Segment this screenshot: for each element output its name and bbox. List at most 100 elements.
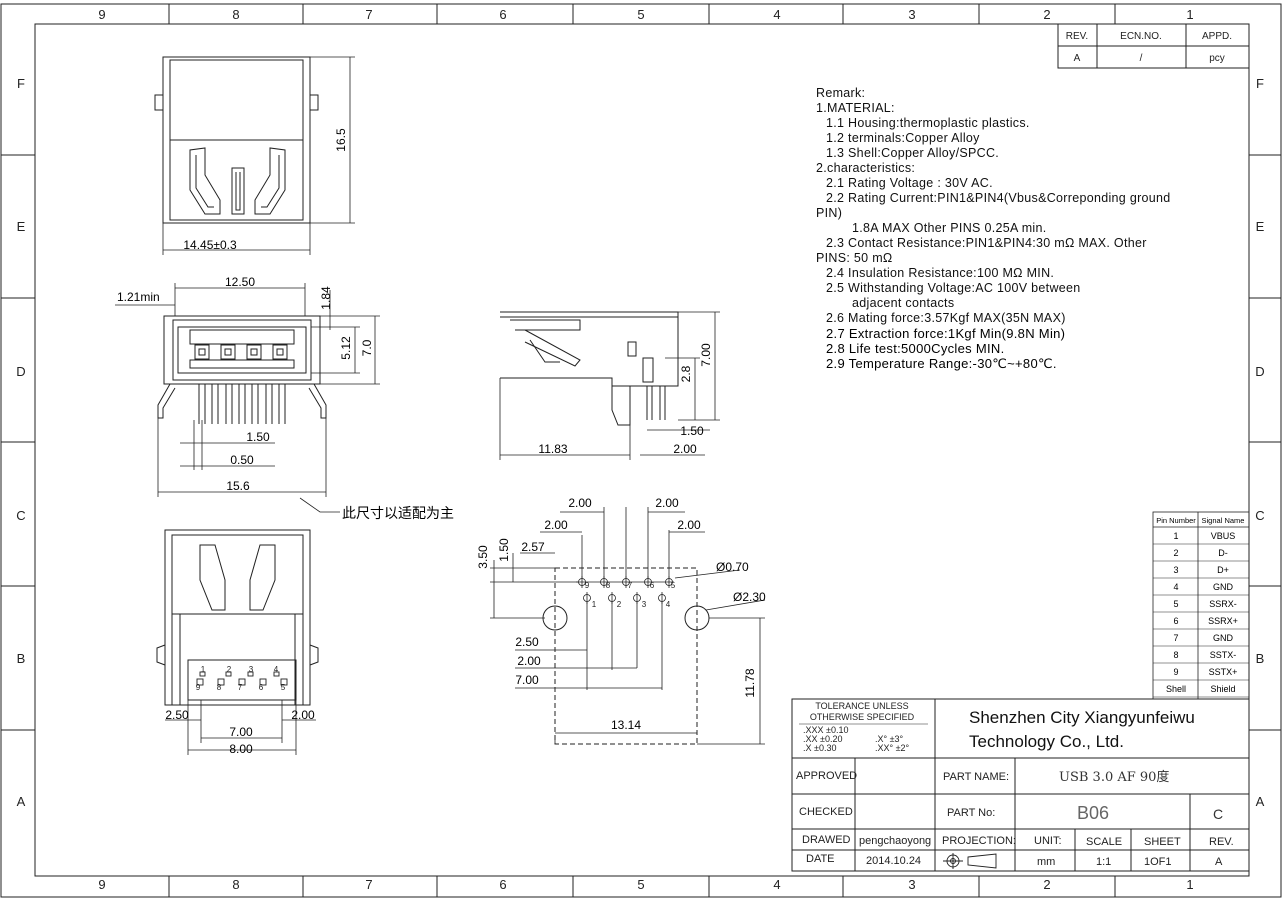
remark-line: PINS: 50 mΩ bbox=[816, 251, 893, 265]
border-col-label-top: 9 bbox=[98, 7, 105, 22]
dim-pcb-350: 3.50 bbox=[476, 545, 490, 569]
top-view-dimensions bbox=[162, 56, 355, 255]
dim-front-total: 15.6 bbox=[226, 479, 250, 493]
pcb-pin-6: 6 bbox=[650, 581, 655, 590]
sheet-value: 1OF1 bbox=[1144, 856, 1172, 868]
bottom-pin-6: 6 bbox=[259, 683, 264, 692]
dim-front-512: 5.12 bbox=[339, 336, 353, 360]
pcb-pin-5: 5 bbox=[671, 581, 676, 590]
dim-top-view-width: 14.45±0.3 bbox=[183, 238, 237, 252]
part-no-value: B06 bbox=[1077, 803, 1109, 823]
pcb-pin-3: 3 bbox=[642, 600, 647, 609]
date-value: 2014.10.24 bbox=[866, 855, 921, 867]
pin-table-signal-name: D+ bbox=[1217, 565, 1229, 575]
bottom-pin-7: 7 bbox=[238, 683, 243, 692]
border-col-label-bottom: 6 bbox=[499, 877, 506, 892]
bottom-pin-8: 8 bbox=[217, 683, 222, 692]
border-row-label-left: C bbox=[16, 508, 25, 523]
dim-pcb-200e: 2.00 bbox=[517, 654, 541, 668]
projection-label: PROJECTION: bbox=[942, 835, 1016, 847]
tolerance-xx: .XX ±0.20 bbox=[803, 734, 842, 744]
pin-table-signal-name: GND bbox=[1213, 582, 1234, 592]
remark-line: 1.2 terminals:Copper Alloy bbox=[826, 131, 980, 145]
border-col-label-bottom: 8 bbox=[232, 877, 239, 892]
part-name-value: USB 3.0 AF 90度 bbox=[1059, 769, 1169, 785]
dim-side-28: 2.8 bbox=[679, 365, 693, 382]
remark-line: 1.1 Housing:thermoplastic plastics. bbox=[826, 116, 1030, 130]
border-col-label-top: 6 bbox=[499, 7, 506, 22]
pcb-pin-8: 8 bbox=[606, 581, 611, 590]
dim-pcb-200a: 2.00 bbox=[568, 496, 592, 510]
tolerance-title-1: TOLERANCE UNLESS bbox=[815, 701, 908, 711]
pcb-pin-9: 9 bbox=[585, 581, 590, 590]
border-row-label-right: B bbox=[1256, 651, 1265, 666]
border-col-label-top: 4 bbox=[773, 7, 780, 22]
dim-pcb-1178: 11.78 bbox=[743, 668, 757, 697]
appd-value: pcy bbox=[1209, 53, 1225, 64]
unit-value: mm bbox=[1037, 856, 1055, 868]
border-row-label-left: F bbox=[17, 76, 25, 91]
dim-bottom-800: 8.00 bbox=[229, 742, 253, 756]
pin-table-pin-number: 1 bbox=[1173, 531, 1178, 541]
dim-bottom-700: 7.00 bbox=[229, 725, 253, 739]
remark-line: PIN) bbox=[816, 206, 843, 220]
pin-table-pin-number: 4 bbox=[1173, 582, 1178, 592]
dim-pcb-hole-big: Ø2.30 bbox=[733, 590, 766, 604]
dim-front-184: 1.84 bbox=[319, 286, 333, 310]
border-row-label-left: B bbox=[17, 651, 26, 666]
dim-side-1183: 11.83 bbox=[538, 442, 567, 456]
remark-line: 2.6 Mating force:3.57Kgf MAX(35N MAX) bbox=[826, 311, 1066, 325]
pin-table-pin-number: 7 bbox=[1173, 633, 1178, 643]
dim-pcb-200b: 2.00 bbox=[655, 496, 679, 510]
remark-line: 1.MATERIAL: bbox=[816, 101, 895, 115]
dim-front-width-inner: 12.50 bbox=[225, 275, 255, 289]
border-row-label-right: A bbox=[1256, 794, 1265, 809]
remark-line: 2.7 Extraction force:1Kgf Min(9.8N Min) bbox=[826, 326, 1066, 341]
remark-line: 2.4 Insulation Resistance:100 MΩ MIN. bbox=[826, 266, 1055, 280]
bottom-view-dimensions bbox=[165, 700, 316, 755]
rev-value-title: A bbox=[1215, 856, 1223, 868]
pin-table-pin-number: 5 bbox=[1173, 599, 1178, 609]
border-col-label-top: 5 bbox=[637, 7, 644, 22]
scale-label: SCALE bbox=[1086, 836, 1122, 848]
checked-label: CHECKED bbox=[799, 806, 853, 818]
date-label: DATE bbox=[806, 853, 835, 865]
pin-table-signal-name: GND bbox=[1213, 633, 1234, 643]
dim-pcb-hole-small: Ø0.70 bbox=[716, 560, 749, 574]
dim-top-view-height: 16.5 bbox=[334, 128, 348, 152]
tolerance-xxx: .XXX ±0.10 bbox=[803, 725, 848, 735]
pin-table-header-signal: Signal Name bbox=[1202, 516, 1245, 525]
border-col-label-bottom: 3 bbox=[908, 877, 915, 892]
projection-symbol bbox=[943, 853, 997, 869]
remark-line: Remark: bbox=[816, 86, 866, 100]
part-rev-value: C bbox=[1213, 806, 1223, 822]
remark-line: 1.8A MAX Other PINS 0.25A min. bbox=[852, 221, 1047, 235]
company-name-line-2: Technology Co., Ltd. bbox=[969, 732, 1124, 751]
bottom-pin-4: 4 bbox=[274, 665, 279, 674]
dim-pcb-700: 7.00 bbox=[515, 673, 539, 687]
pcb-pin-2: 2 bbox=[617, 600, 622, 609]
border-col-label-top: 1 bbox=[1186, 7, 1193, 22]
remark-line: 2.characteristics: bbox=[816, 161, 916, 175]
border-col-label-bottom: 9 bbox=[98, 877, 105, 892]
revision-block bbox=[1057, 23, 1250, 69]
remark-line: adjacent contacts bbox=[852, 296, 955, 310]
pin-table-signal-name: Shield bbox=[1210, 684, 1235, 694]
pin-table-pin-number: 3 bbox=[1173, 565, 1178, 575]
drawing-border bbox=[0, 3, 1282, 898]
remark-notes: Remark:1.MATERIAL:1.1 Housing:thermoplas… bbox=[816, 86, 1236, 371]
border-row-label-left: E bbox=[17, 219, 26, 234]
dim-side-700: 7.00 bbox=[699, 343, 713, 367]
border-col-label-top: 8 bbox=[232, 7, 239, 22]
bottom-pin-1: 1 bbox=[201, 665, 206, 674]
pin-table-pin-number: 6 bbox=[1173, 616, 1178, 626]
border-col-label-bottom: 1 bbox=[1186, 877, 1193, 892]
title-block bbox=[791, 698, 1250, 872]
front-view bbox=[157, 315, 327, 424]
pcb-pin-4: 4 bbox=[666, 600, 671, 609]
